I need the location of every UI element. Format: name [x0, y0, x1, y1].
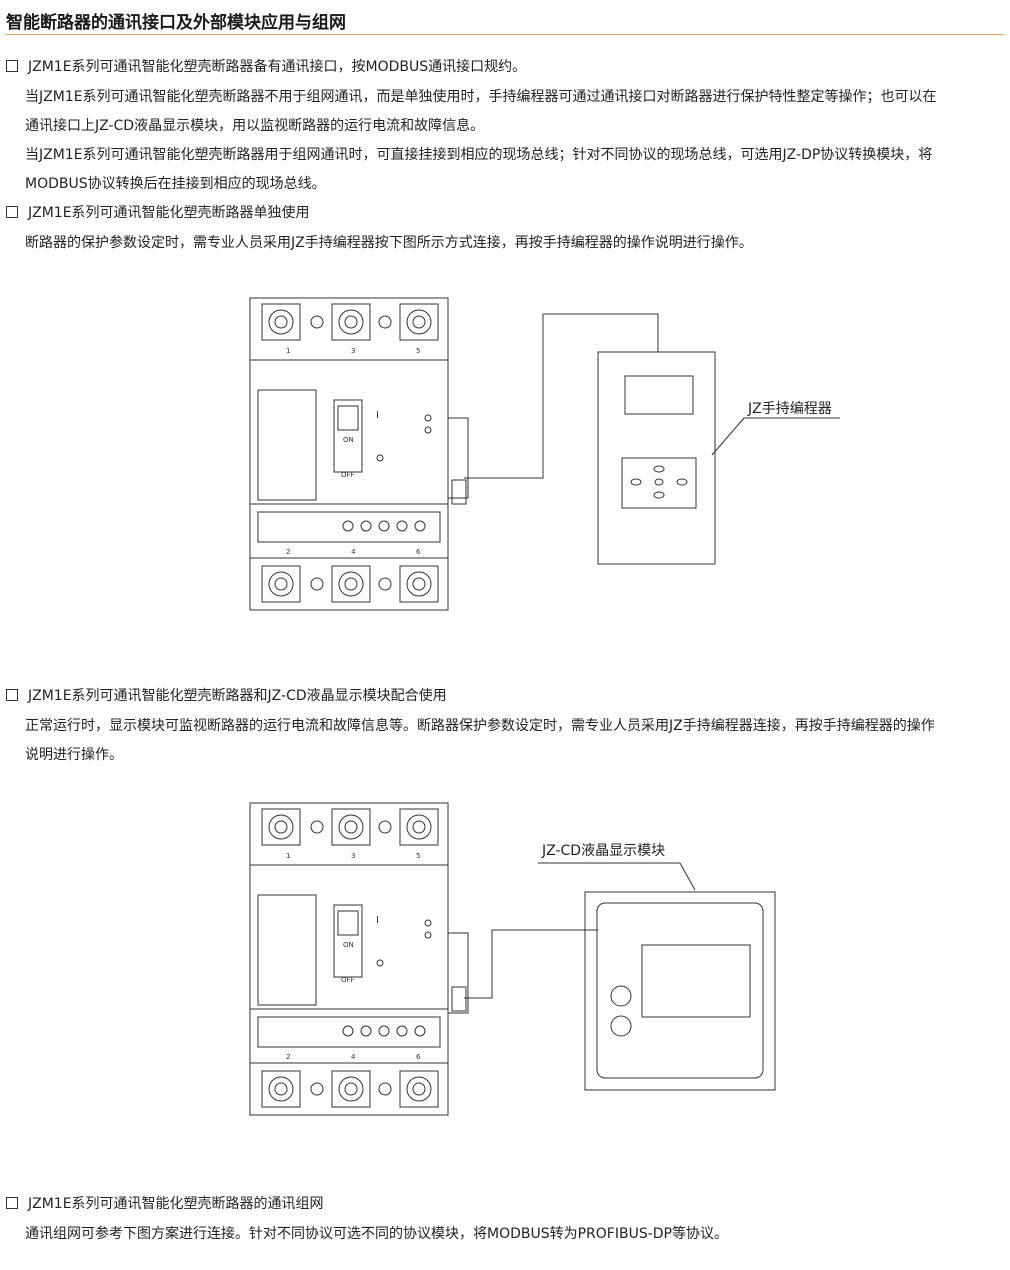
terminal-label-2: 2	[286, 1053, 290, 1061]
section-4-heading-row: JZM1E系列可通讯智能化塑壳断路器的通讯组网	[6, 1190, 324, 1219]
section-3-line-2: 说明进行操作。	[25, 747, 123, 763]
terminal-label-1: 1	[286, 347, 290, 355]
section-1-line-2: 通讯接口上JZ-CD液晶显示模块，用以监视断路器的运行电流和故障信息。	[25, 118, 485, 134]
terminal-label-5: 5	[416, 347, 420, 355]
section-1-line-4: MODBUS协议转换后在挂接到相应的现场总线。	[25, 176, 326, 192]
lcd-cable	[464, 929, 598, 999]
checkbox-square-icon	[6, 206, 18, 218]
terminal-label-6: 6	[416, 548, 421, 556]
terminal-label-3: 3	[351, 347, 355, 355]
section-2-line-1: 断路器的保护参数设定时，需专业人员采用JZ手持编程器按下图所示方式连接，再按手持…	[25, 235, 753, 251]
figure-breaker-with-programmer: 1 3 5 2 4 6 ON OFF I JZ手持编程器	[249, 297, 840, 611]
section-1-line-1: 当JZM1E系列可通讯智能化塑壳断路器不用于组网通讯，而是单独使用时，手持编程器…	[25, 89, 937, 105]
checkbox-square-icon	[6, 689, 18, 701]
jz-cd-lcd-module	[584, 891, 776, 1091]
terminal-label-2: 2	[286, 548, 290, 556]
terminal-label-1: 1	[286, 852, 290, 860]
on-label: ON	[343, 941, 354, 949]
programmer-cable	[464, 313, 659, 479]
label-leader-line-2	[679, 862, 696, 891]
section-1-heading: JZM1E系列可通讯智能化塑壳断路器备有通讯接口，按MODBUS通讯接口规约。	[28, 59, 527, 75]
off-label: OFF	[341, 976, 355, 984]
checkbox-square-icon	[6, 60, 18, 72]
lcd-module-label: JZ-CD液晶显示模块	[541, 843, 665, 859]
section-1-heading-row: JZM1E系列可通讯智能化塑壳断路器备有通讯接口，按MODBUS通讯接口规约。	[6, 53, 526, 82]
section-3-heading: JZM1E系列可通讯智能化塑壳断路器和JZ-CD液晶显示模块配合使用	[28, 688, 447, 704]
section-3-heading-row: JZM1E系列可通讯智能化塑壳断路器和JZ-CD液晶显示模块配合使用	[6, 682, 447, 711]
i-label: I	[376, 915, 379, 926]
breaker-drawing	[249, 297, 469, 611]
section-2-heading-row: JZM1E系列可通讯智能化塑壳断路器单独使用	[6, 199, 310, 228]
section-2-heading: JZM1E系列可通讯智能化塑壳断路器单独使用	[28, 205, 310, 221]
i-label: I	[376, 410, 379, 421]
terminal-label-6: 6	[416, 1053, 421, 1061]
terminal-label-4: 4	[351, 548, 356, 556]
page-title: 智能断路器的通讯接口及外部模块应用与组网	[6, 13, 346, 33]
section-1-line-3: 当JZM1E系列可通讯智能化塑壳断路器用于组网通讯时，可直接挂接到相应的现场总线…	[25, 147, 933, 163]
title-divider	[6, 34, 1004, 35]
checkbox-square-icon	[6, 1197, 18, 1209]
terminal-label-3: 3	[351, 852, 355, 860]
terminal-label-5: 5	[416, 852, 420, 860]
terminal-label-4: 4	[351, 1053, 356, 1061]
label-leader-line-1	[711, 417, 745, 456]
off-label: OFF	[341, 471, 355, 479]
section-3-line-1: 正常运行时，显示模块可监视断路器的运行电流和故障信息等。断路器保护参数设定时，需…	[25, 718, 935, 734]
jz-programmer-device	[597, 351, 716, 565]
section-4-line-1: 通讯组网可参考下图方案进行连接。针对不同协议可选不同的协议模块，将MODBUS转…	[25, 1226, 728, 1242]
programmer-label: JZ手持编程器	[747, 401, 832, 417]
section-4-heading: JZM1E系列可通讯智能化塑壳断路器的通讯组网	[28, 1196, 324, 1212]
breaker-drawing	[249, 802, 469, 1116]
figure-breaker-with-lcd-module: 1 3 5 2 4 6 ON OFF I JZ-CD液晶显示模块	[249, 802, 776, 1116]
on-label: ON	[343, 436, 354, 444]
